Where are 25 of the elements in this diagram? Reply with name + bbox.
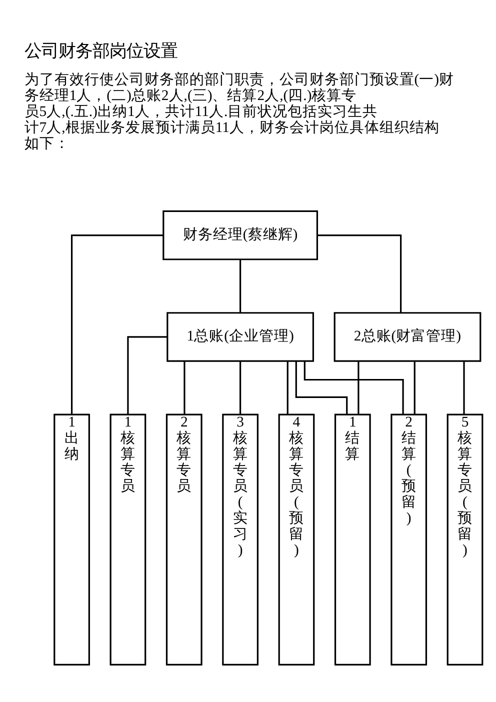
node-box: 1结算 [334,414,371,666]
node-box: 2核算专员 [166,414,202,666]
diagram-title: 公司财务部岗位设置 [24,42,178,61]
connector [70,234,163,414]
connector [317,234,402,313]
label: 为了有效行使公司财务部的部门职责，公司财务部门预设置(一)财务经理1人，(二)总账2人,(三)、结算2人,(四.)核算专员5人,(.五.)出纳1人，共计11人.目前状况包括实习生共计7人,根据业务发展预计满员11人，财务会计岗位具体组织结构如下： [24,72,454,152]
connector [127,336,168,414]
node-box: 1出纳 [54,414,90,666]
node-box: 2总账(财富管理) [334,312,482,362]
node-box: 2结算(预留) [390,414,428,666]
connector [414,361,416,414]
node-box: 5核算专员(预留) [446,414,484,666]
connector [184,361,186,414]
node-box: 财务经理(蔡继辉) [162,210,318,260]
connector [304,361,404,414]
connector [286,361,288,414]
connector [358,361,360,414]
node-box: 1核算专员 [110,414,146,666]
node-box: 1总账(企业管理) [166,312,314,362]
connector [295,361,348,414]
connector [240,361,242,414]
node-box: 4核算专员(预留) [278,414,315,666]
connector [240,259,242,313]
node-box: 3核算专员(实习) [222,414,258,666]
connector [463,361,465,414]
